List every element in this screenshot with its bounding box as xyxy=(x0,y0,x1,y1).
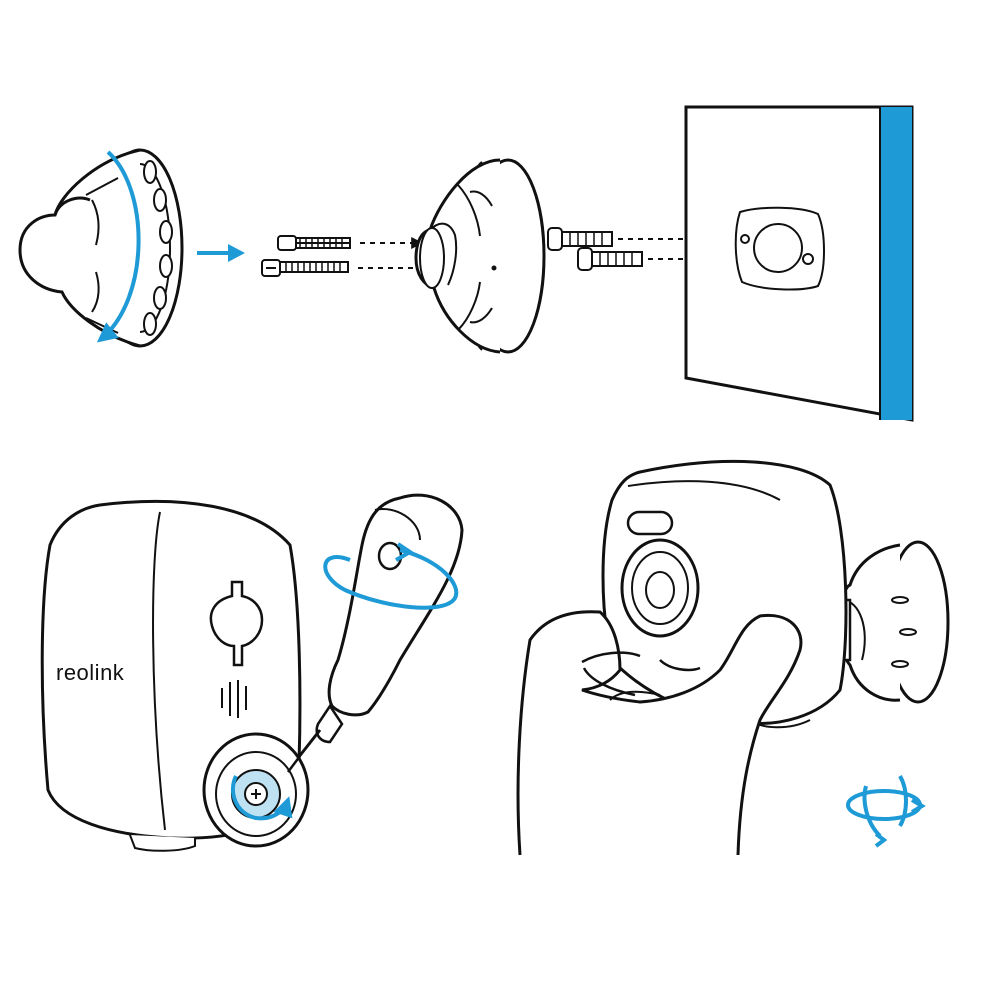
mount-base-dome xyxy=(18,148,184,348)
rotate-screw-icon xyxy=(230,775,293,821)
mounting-template xyxy=(734,206,825,291)
brand-logo: reolink xyxy=(56,660,125,685)
screw-lower xyxy=(261,259,349,277)
screw-upper xyxy=(277,235,351,251)
adjust-rotation-icon xyxy=(846,775,926,848)
battery-cover xyxy=(202,732,310,848)
screwdriver xyxy=(287,493,464,773)
hand xyxy=(516,610,803,856)
right-arrow-icon xyxy=(197,244,245,262)
wall-anchor-upper xyxy=(547,227,613,251)
rotate-arrow-icon xyxy=(96,150,141,343)
rotate-ring-icon xyxy=(323,542,459,610)
wall-anchor-lower xyxy=(577,247,643,271)
mount-bracket xyxy=(414,158,546,354)
